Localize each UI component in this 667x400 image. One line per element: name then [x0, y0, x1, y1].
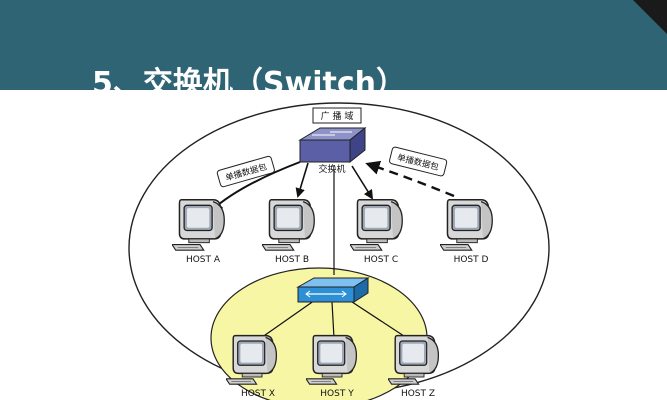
host-d-label: HOST D: [454, 255, 489, 265]
slide-title: 5、交换机（Switch）: [92, 66, 406, 90]
unicast-tag-right: 单播数据包: [389, 146, 448, 177]
switch-links: [210, 160, 455, 275]
host-c-label: HOST C: [364, 255, 398, 265]
host-b-label: HOST B: [275, 255, 309, 265]
switch-device: [298, 126, 367, 164]
host-y-label: HOST Y: [320, 389, 354, 399]
hub-links: [257, 297, 411, 341]
header-band: [0, 0, 667, 90]
hub-device: [296, 277, 370, 303]
host-a-label: HOST A: [186, 255, 221, 265]
switch-label: 交换机: [318, 163, 345, 175]
corner-decoration: [633, 0, 667, 34]
broadcast-domain-label: 广 播 域: [321, 110, 354, 122]
broadcast-domain-tag: 广 播 域: [312, 107, 362, 124]
host-x-label: HOST X: [241, 389, 275, 399]
host-z-label: HOST Z: [401, 389, 435, 399]
